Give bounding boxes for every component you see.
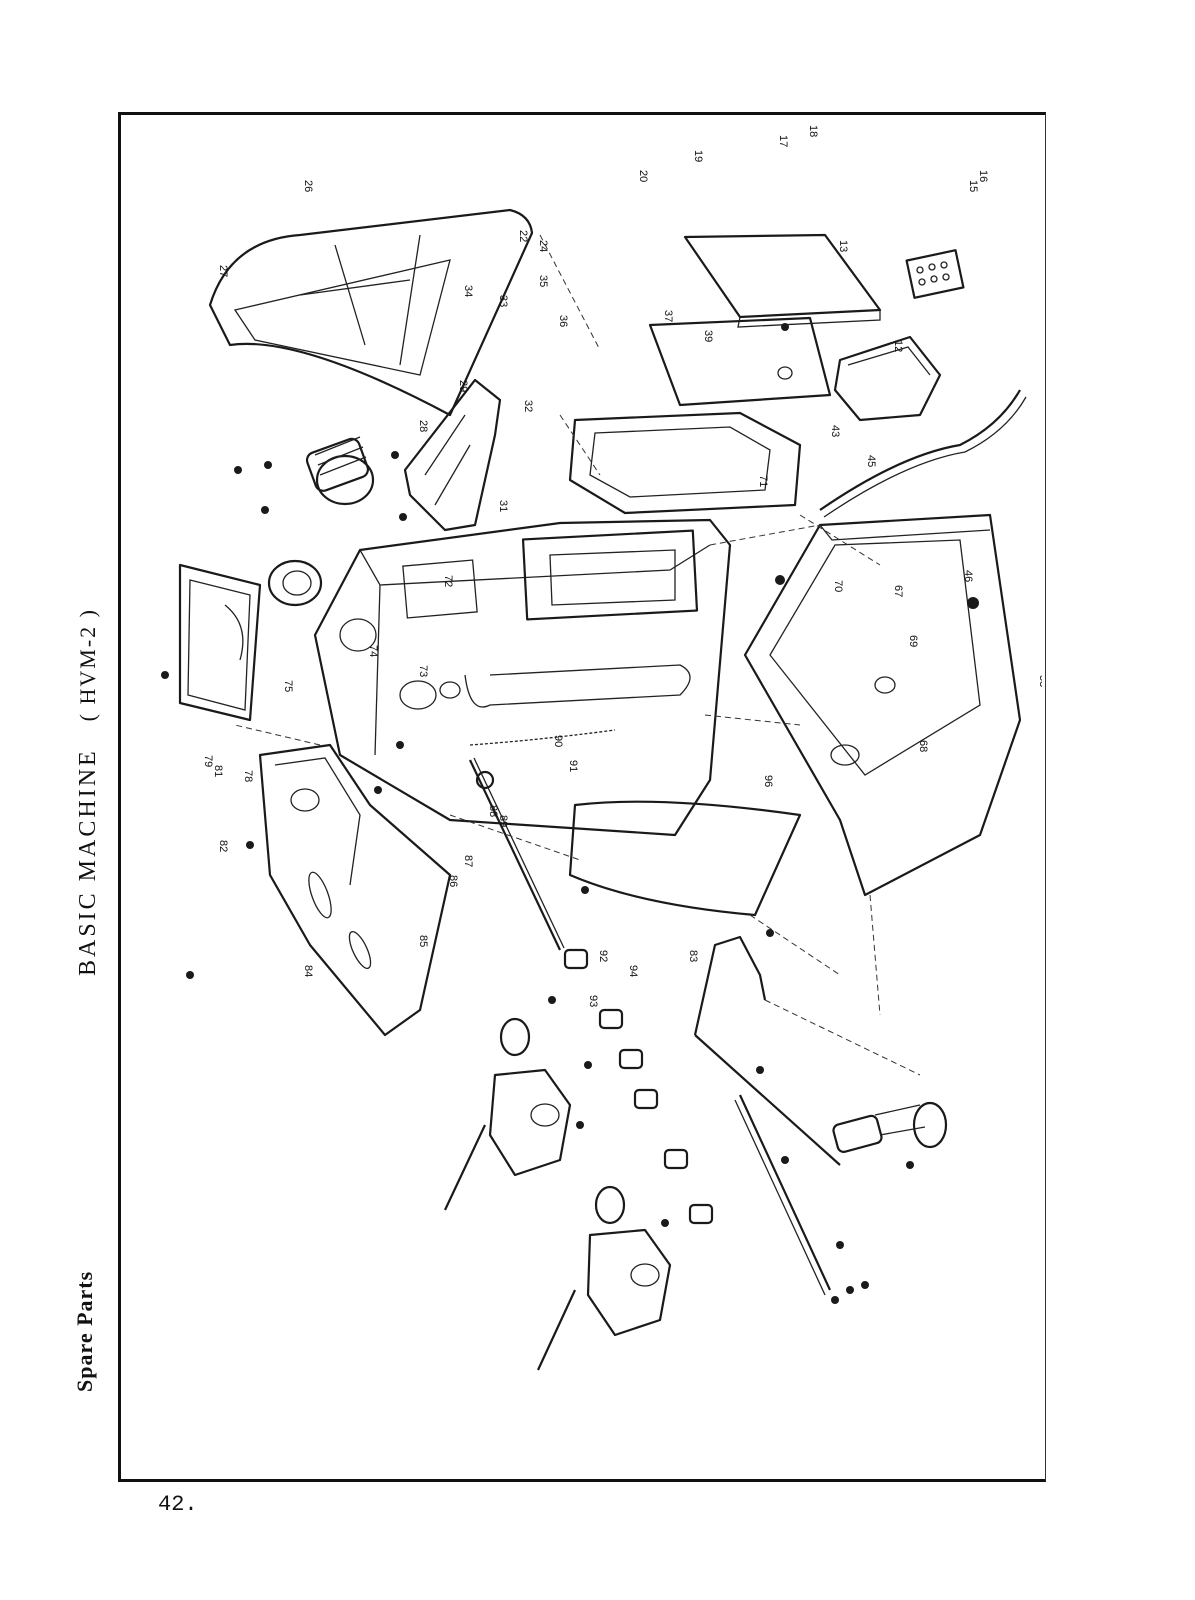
coolant-tank: [833, 335, 942, 422]
spring-rod: [469, 729, 616, 746]
callout-12: 12: [892, 340, 904, 352]
bearing-bracket-lower: [586, 1185, 672, 1337]
callout-91: 91: [567, 760, 579, 772]
title-text: BASIC MACHINE: [75, 748, 101, 976]
page-title: BASIC MACHINE ( HVM-2 ): [75, 608, 102, 976]
callout-94: 94: [627, 965, 639, 977]
callout-90: 90: [552, 735, 564, 747]
callout-70: 70: [832, 580, 844, 592]
callout-96: 96: [762, 775, 774, 787]
pulley-ring: [267, 559, 323, 607]
callout-92: 92: [597, 950, 609, 962]
callout-86: 86: [447, 875, 459, 887]
callout-31: 31: [497, 500, 509, 512]
callout-85: 85: [417, 935, 429, 947]
motor: [305, 436, 375, 506]
bearing-bracket-upper: [488, 1017, 572, 1177]
callout-48: 48: [1039, 603, 1042, 615]
callout-88: 88: [487, 805, 499, 817]
electrical-door: [683, 233, 882, 328]
u-bracket-rod: [693, 935, 841, 1166]
callout-72: 72: [442, 575, 454, 587]
callout-69: 69: [907, 635, 919, 647]
callout-29: 29: [457, 380, 469, 392]
motor-bracket: [403, 378, 502, 532]
callout-26: 26: [302, 180, 314, 192]
electrical-panel: [648, 316, 832, 407]
callout-20: 20: [637, 170, 649, 182]
bushing-stack: [563, 948, 714, 1225]
callout-19: 19: [692, 150, 704, 162]
callout-39: 39: [702, 330, 714, 342]
callout-78: 78: [242, 770, 254, 782]
section-label: Spare Parts: [72, 1270, 97, 1392]
callout-81: 81: [212, 765, 224, 777]
model-label: ( HVM-2 ): [75, 607, 100, 722]
callout-28: 28: [417, 420, 429, 432]
callout-43: 43: [829, 425, 841, 437]
callout-13: 13: [837, 240, 849, 252]
leader-lines: [234, 234, 921, 1076]
leadscrew: [469, 757, 565, 951]
callout-73: 73: [417, 665, 429, 677]
callout-27: 27: [217, 265, 229, 277]
callout-17: 17: [777, 135, 789, 147]
callout-22: 22: [517, 230, 529, 242]
machine-base: [743, 513, 1022, 897]
callout-34: 34: [462, 285, 474, 297]
head-housing: [258, 743, 452, 1037]
control-shaft: [734, 1094, 831, 1296]
callout-16: 16: [977, 170, 989, 182]
callout-46: 46: [962, 570, 974, 582]
callout-75: 75: [282, 680, 294, 692]
callout-83: 83: [687, 950, 699, 962]
callout-71: 71: [757, 475, 769, 487]
callout-15: 15: [967, 180, 979, 192]
chip-guard: [568, 800, 802, 917]
hardware-fasteners: [161, 323, 979, 1304]
callout-74: 74: [367, 645, 379, 657]
page-number: 42.: [158, 1492, 198, 1517]
callout-32: 32: [522, 400, 534, 412]
callout-53: 53: [1037, 675, 1042, 687]
callout-36: 36: [557, 315, 569, 327]
callout-89: 89: [497, 815, 509, 827]
callout-82: 82: [217, 840, 229, 852]
switch-plate: [905, 249, 965, 299]
main-column: [313, 518, 732, 837]
callout-18: 18: [807, 125, 819, 137]
control-handle-assembly: [832, 1101, 948, 1153]
callout-37: 37: [662, 310, 674, 322]
exploded-parts-diagram: 1234567101112131516171819202224262728293…: [161, 125, 1042, 1371]
callout-87: 87: [462, 855, 474, 867]
callout-35: 35: [537, 275, 549, 287]
callout-84: 84: [302, 965, 314, 977]
callout-24: 24: [537, 240, 549, 252]
callout-45: 45: [865, 455, 877, 467]
electrical-box: [568, 411, 802, 515]
top-cover-plate: [178, 563, 262, 722]
callout-67: 67: [892, 585, 904, 597]
callout-68: 68: [917, 740, 929, 752]
callout-numbers: 1234567101112131516171819202224262728293…: [202, 125, 1042, 1007]
callout-33: 33: [497, 295, 509, 307]
coolant-hose: [819, 389, 1027, 518]
callout-79: 79: [202, 755, 214, 767]
belt-guard-cover: [208, 208, 534, 417]
callout-93: 93: [587, 995, 599, 1007]
drawing-frame: [118, 112, 1046, 1482]
long-bolts: [444, 1124, 576, 1371]
